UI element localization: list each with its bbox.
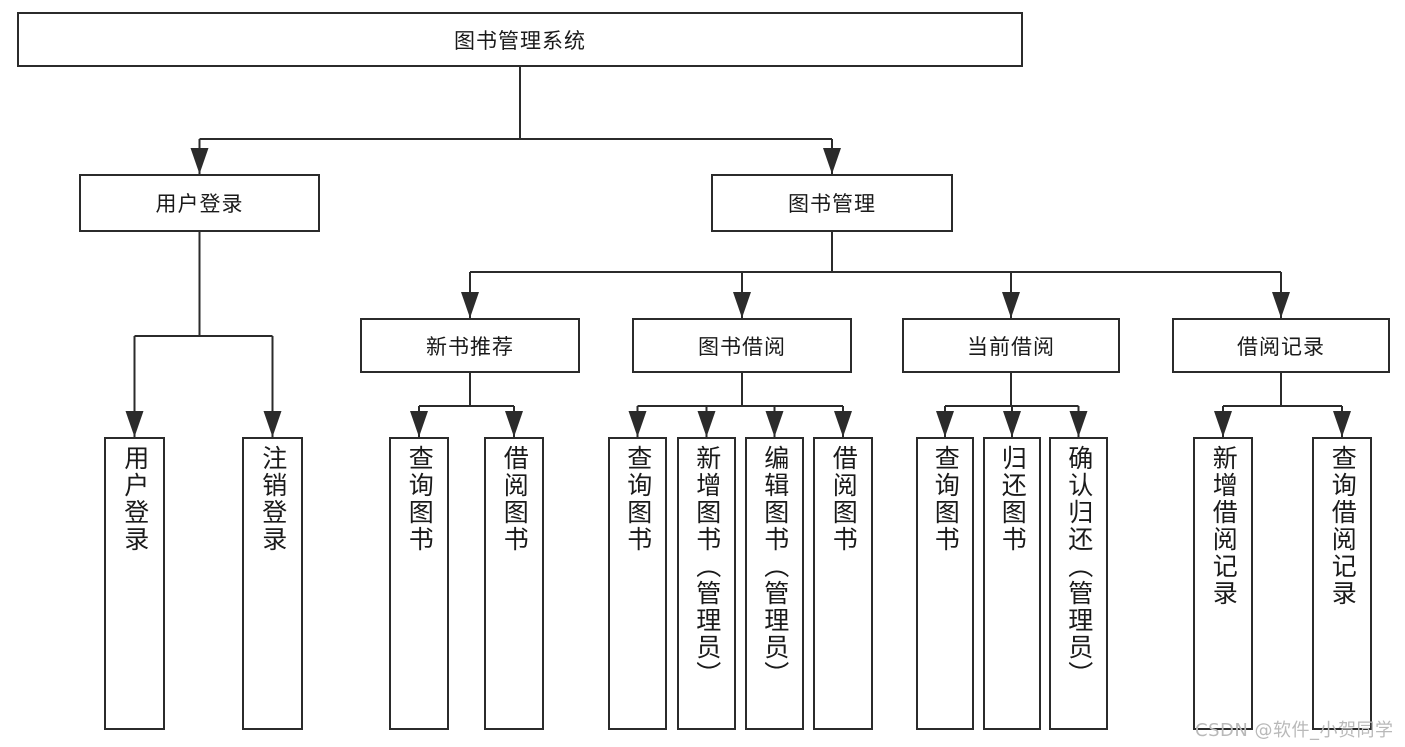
node-bookmgmt[interactable]: 图书管理 xyxy=(711,174,953,232)
node-label: 查询图书 xyxy=(931,445,961,553)
arrowhead xyxy=(733,292,751,318)
node-label: 归还图书 xyxy=(998,445,1028,553)
node-label: 注销登录 xyxy=(258,445,288,553)
arrowhead xyxy=(461,292,479,318)
node-r-add[interactable]: 新增借阅记录 xyxy=(1193,437,1253,730)
arrowhead xyxy=(125,411,144,437)
node-label: 编辑图书（管理员） xyxy=(760,445,790,688)
node-current[interactable]: 当前借阅 xyxy=(902,318,1120,373)
node-label: 图书管理 xyxy=(788,192,876,216)
arrowhead xyxy=(1333,411,1351,437)
node-borrow[interactable]: 图书借阅 xyxy=(632,318,852,373)
arrowhead xyxy=(505,411,523,437)
node-n-query[interactable]: 查询图书 xyxy=(389,437,449,730)
node-b-add[interactable]: 新增图书（管理员） xyxy=(677,437,736,730)
node-label: 用户登录 xyxy=(155,192,244,216)
arrowhead xyxy=(936,411,954,437)
arrowhead xyxy=(1003,411,1021,437)
node-n-borrow[interactable]: 借阅图书 xyxy=(484,437,544,730)
arrowhead xyxy=(190,148,209,174)
node-label: 查询图书 xyxy=(405,445,435,553)
arrowhead xyxy=(263,411,282,437)
node-l-login[interactable]: 用户登录 xyxy=(104,437,165,730)
node-l-logout[interactable]: 注销登录 xyxy=(242,437,303,730)
node-label: 用户登录 xyxy=(120,445,150,553)
node-label: 查询借阅记录 xyxy=(1328,445,1358,607)
node-root[interactable]: 图书管理系统 xyxy=(17,12,1023,67)
node-label: 新增图书（管理员） xyxy=(692,445,722,688)
node-b-edit[interactable]: 编辑图书（管理员） xyxy=(745,437,804,730)
arrowhead xyxy=(628,411,647,437)
node-label: 借阅记录 xyxy=(1237,334,1325,359)
arrowhead xyxy=(834,411,852,437)
node-b-query[interactable]: 查询图书 xyxy=(608,437,667,730)
node-records[interactable]: 借阅记录 xyxy=(1172,318,1390,373)
arrowhead xyxy=(1272,292,1290,318)
node-label: 当前借阅 xyxy=(967,334,1055,359)
node-newrec[interactable]: 新书推荐 xyxy=(360,318,580,373)
node-r-query[interactable]: 查询借阅记录 xyxy=(1312,437,1372,730)
node-label: 确认归还（管理员） xyxy=(1064,445,1094,688)
arrowhead xyxy=(697,411,716,437)
node-label: 新增借阅记录 xyxy=(1209,445,1239,607)
node-label: 新书推荐 xyxy=(426,334,514,359)
arrowhead xyxy=(410,411,428,437)
node-c-confirm[interactable]: 确认归还（管理员） xyxy=(1049,437,1108,730)
arrowhead xyxy=(1214,411,1232,437)
arrowhead xyxy=(1069,411,1088,437)
node-label: 借阅图书 xyxy=(829,445,859,553)
node-c-query[interactable]: 查询图书 xyxy=(916,437,974,730)
node-label: 借阅图书 xyxy=(500,445,530,553)
arrowhead xyxy=(1002,292,1020,318)
arrowhead xyxy=(823,148,841,174)
arrowhead xyxy=(765,411,784,437)
node-b-lend[interactable]: 借阅图书 xyxy=(813,437,873,730)
node-login[interactable]: 用户登录 xyxy=(79,174,320,232)
node-c-return[interactable]: 归还图书 xyxy=(983,437,1041,730)
node-label: 图书管理系统 xyxy=(454,28,586,53)
node-label: 查询图书 xyxy=(623,445,653,553)
node-label: 图书借阅 xyxy=(698,334,786,359)
